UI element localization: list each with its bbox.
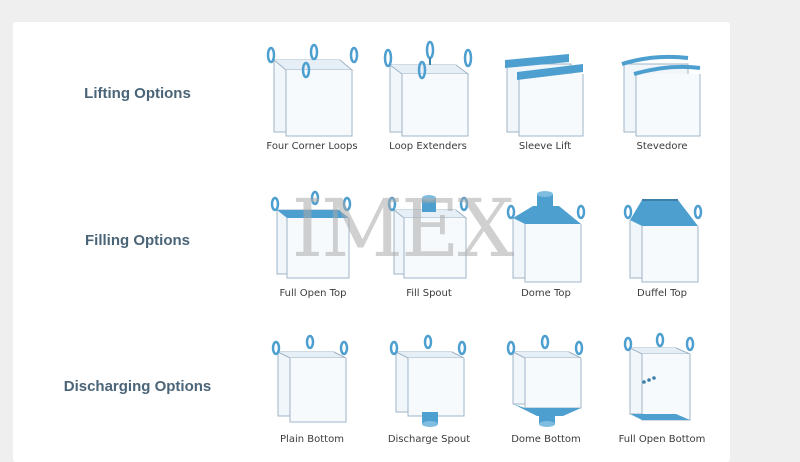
caption-stevedore: Stevedore	[636, 141, 688, 152]
dome-top-icon	[506, 191, 586, 283]
full-open-bottom-icon	[623, 332, 695, 421]
sleeve-lift-icon	[505, 54, 584, 137]
row-label-lifting: Lifting Options	[84, 85, 191, 102]
row-label-discharging: Discharging Options	[63, 378, 212, 395]
stevedore-icon	[621, 54, 701, 137]
caption-fill-spout: Fill Spout	[406, 288, 452, 299]
dome-bottom-icon	[506, 334, 584, 427]
fill-spout-icon	[387, 195, 469, 279]
caption-full-open-top: Full Open Top	[279, 288, 347, 299]
full-open-top-icon	[270, 190, 352, 279]
caption-loop-extenders: Loop Extenders	[389, 141, 467, 152]
row-label-filling: Filling Options	[85, 232, 190, 249]
four-corner-loops-icon	[266, 43, 359, 137]
caption-four-corner-loops: Four Corner Loops	[266, 141, 358, 152]
caption-dome-top: Dome Top	[521, 288, 571, 299]
caption-dome-bottom: Dome Bottom	[511, 434, 581, 445]
caption-discharge-spout: Discharge Spout	[387, 434, 471, 445]
duffel-top-icon	[623, 199, 703, 283]
bag-options-card	[13, 22, 730, 462]
caption-duffel-top: Duffel Top	[637, 288, 687, 299]
caption-full-open-bottom: Full Open Bottom	[618, 434, 706, 445]
loop-extenders-icon	[383, 40, 473, 137]
watermark: IMEX	[291, 182, 515, 275]
discharge-spout-icon	[389, 334, 467, 427]
caption-plain-bottom: Plain Bottom	[280, 434, 344, 445]
caption-sleeve-lift: Sleeve Lift	[518, 141, 572, 152]
plain-bottom-icon	[271, 334, 349, 423]
